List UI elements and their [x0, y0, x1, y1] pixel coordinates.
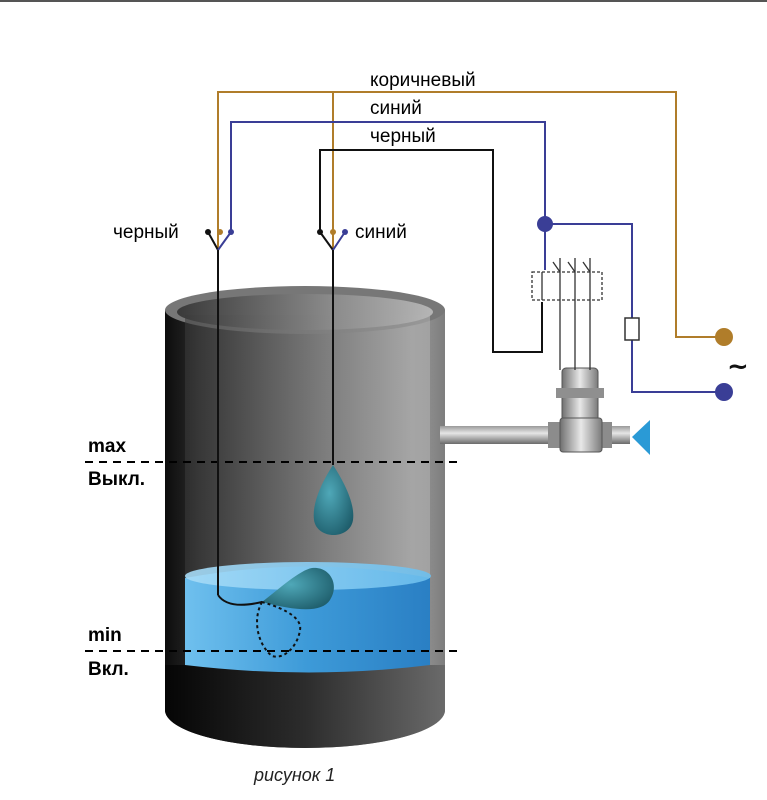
blue-wire [230, 121, 716, 393]
right-float-connector [317, 229, 348, 465]
blue-wire-label: синий [370, 98, 422, 119]
flow-arrow-icon [632, 420, 650, 455]
fuse [624, 317, 640, 341]
brown-wire-label: коричневый [370, 70, 476, 91]
pump [556, 367, 604, 453]
contactor [531, 258, 603, 370]
black-wire [319, 149, 543, 353]
supply-symbol: ~ [727, 352, 749, 382]
tank [165, 286, 445, 748]
right-float-label: синий [355, 222, 407, 243]
brown-terminal [715, 328, 733, 346]
upper-float-icon [313, 465, 354, 535]
lower-float-icon [262, 567, 334, 610]
min-level-label: min [88, 625, 122, 646]
left-float-connector [205, 229, 263, 606]
blue-terminal [715, 383, 733, 401]
brown-wire [217, 91, 716, 338]
black-wire-label: черный [370, 126, 436, 147]
off-level-label: Выкл. [88, 469, 145, 490]
left-float-label: черный [113, 222, 179, 243]
on-level-label: Вкл. [88, 659, 129, 680]
blue-junction-dot [537, 216, 553, 232]
figure-caption: рисунок 1 [253, 765, 335, 785]
max-level-label: max [88, 436, 126, 457]
